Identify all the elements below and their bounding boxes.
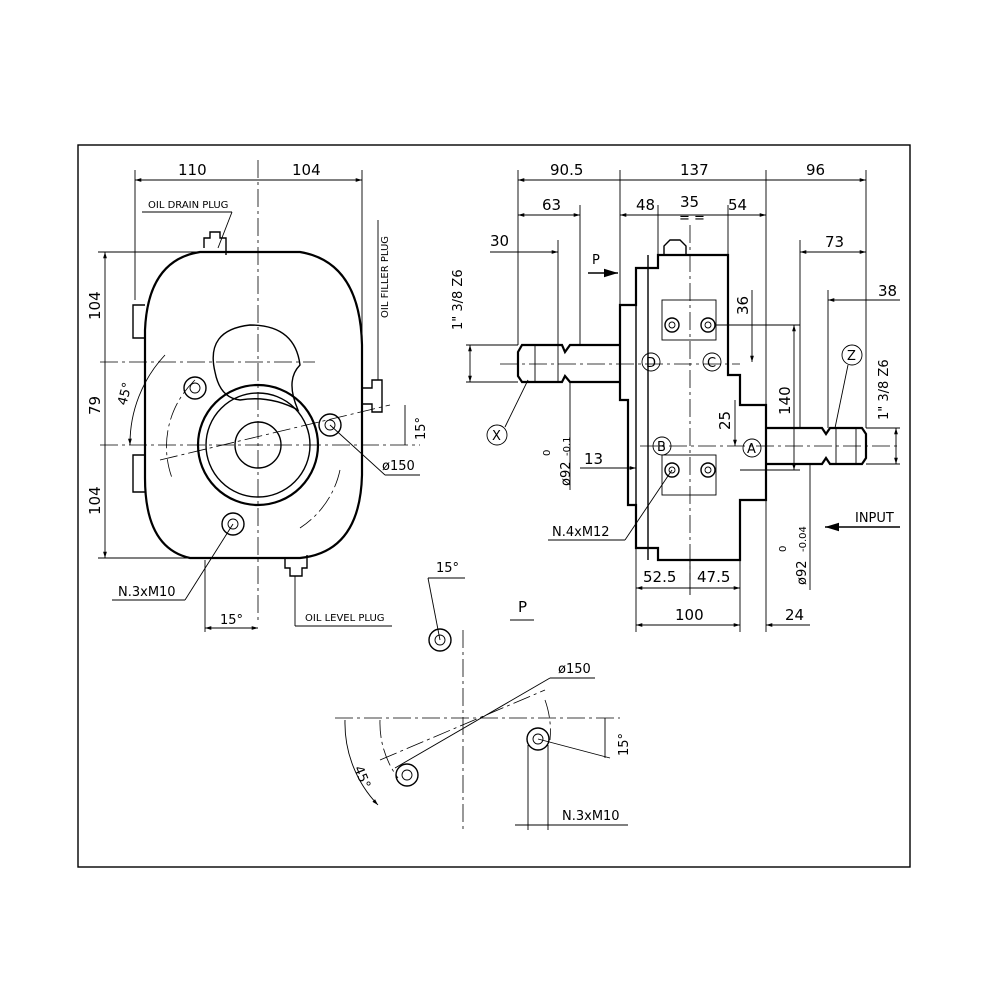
tol-left-sub: -0.1 (562, 436, 573, 456)
tol-left-value: ø92 (559, 462, 574, 487)
detail-angle-45: 45° (350, 764, 373, 791)
output-shaft (516, 343, 620, 384)
detail-angle-15-right: 15° (617, 733, 632, 756)
bolts-n3-m10-label: N.3xM10 (118, 585, 176, 600)
dim-79: 79 (86, 396, 104, 415)
dim-140: 140 (776, 386, 794, 415)
dim-24: 24 (785, 606, 804, 624)
svg-text:A: A (747, 442, 756, 457)
marker-c: C (702, 352, 722, 372)
bolt-hole-b2 (700, 462, 716, 478)
bolt-hole-b1 (664, 462, 680, 478)
svg-text:C: C (707, 356, 716, 371)
angle-15-bottom-label: 15° (220, 613, 243, 628)
cavity-outline (212, 324, 301, 412)
left-view: 110 104 104 79 104 OIL DRAIN PLUG OIL FI… (86, 160, 429, 632)
dim-47-5: 47.5 (697, 568, 730, 586)
dim-35: 35 (680, 193, 699, 211)
svg-text:B: B (657, 440, 666, 455)
detail-title: P (518, 598, 527, 616)
dim-54: 54 (728, 196, 747, 214)
thread-right-label: 1" 3/8 Z6 (877, 359, 892, 420)
bolt-hole-c2 (700, 317, 716, 333)
bolt-hole-upper-left (183, 376, 207, 400)
angle-15-right-label: 15° (414, 417, 429, 440)
dim-96: 96 (806, 161, 825, 179)
marker-a: A (742, 438, 762, 458)
angle-45-label: 45° (115, 381, 135, 407)
thread-left-label: 1" 3/8 Z6 (451, 269, 466, 330)
marker-d: D (641, 352, 661, 372)
detail-bolt-right (526, 727, 550, 751)
right-view: D C B A X Z P 90.5 (451, 161, 900, 632)
oil-level-plug-shape (284, 555, 308, 577)
dim-52-5: 52.5 (643, 568, 676, 586)
dim-104-left-bottom: 104 (86, 486, 104, 515)
drawing-frame (77, 144, 911, 868)
bolt-circle-arc-left (166, 379, 196, 479)
dim-110: 110 (178, 161, 207, 179)
detail-bolt-top (428, 628, 452, 652)
marker-b: B (652, 436, 672, 456)
bolts-n4-m12-label: N.4xM12 (552, 525, 610, 540)
bolt-circle-arc-right (299, 469, 341, 529)
svg-text:D: D (646, 356, 656, 371)
dim-73: 73 (825, 233, 844, 251)
svg-text:X: X (492, 429, 501, 444)
marker-z: Z (841, 344, 863, 366)
tol-left-sup: 0 (542, 450, 553, 456)
svg-text:Z: Z (847, 349, 856, 364)
oil-level-plug-label: OIL LEVEL PLUG (305, 613, 385, 624)
dim-36: 36 (734, 296, 752, 315)
tol-right-value: ø92 (795, 561, 810, 586)
oil-filler-plug-shape (362, 379, 383, 413)
top-nut (663, 239, 687, 255)
input-label: INPUT (855, 511, 894, 526)
port-b (661, 454, 717, 496)
detail-angle-15-top: 15° (436, 561, 459, 576)
oil-drain-plug-label: OIL DRAIN PLUG (148, 200, 228, 211)
dim-100: 100 (675, 606, 704, 624)
detail-bolt-left (395, 763, 419, 787)
dim-63: 63 (542, 196, 561, 214)
dim-25: 25 (716, 411, 734, 430)
detail-view-p: P 15° ø150 15° 45° (335, 561, 632, 830)
bolt-hole-c1 (664, 317, 680, 333)
housing-lug-lower (132, 454, 145, 493)
dim-104-left-top: 104 (86, 291, 104, 320)
port-c (661, 299, 717, 341)
detail-diameter-label: ø150 (558, 662, 591, 677)
dim-104-top: 104 (292, 161, 321, 179)
detail-bolts-label: N.3xM10 (562, 809, 620, 824)
tol-right-sup: 0 (778, 546, 789, 552)
diameter-150-label: ø150 (382, 459, 415, 474)
oil-drain-plug-shape (203, 231, 227, 255)
tol-right-sub: -0.04 (798, 526, 809, 552)
oil-filler-plug-label: OIL FILLER PLUG (380, 236, 391, 318)
dim-48: 48 (636, 196, 655, 214)
equal-mark: = = (679, 211, 705, 226)
dim-137: 137 (680, 161, 709, 179)
dim-30: 30 (490, 232, 509, 250)
bolt-hole-right (318, 413, 342, 437)
view-arrow-p: P (592, 253, 600, 268)
dim-90-5: 90.5 (550, 161, 583, 179)
housing-outline (143, 250, 364, 560)
dim-38: 38 (878, 282, 897, 300)
dim-13: 13 (584, 450, 603, 468)
marker-x: X (486, 424, 508, 446)
bolt-hole-bottom (221, 512, 245, 536)
housing-lug-upper (132, 304, 145, 339)
